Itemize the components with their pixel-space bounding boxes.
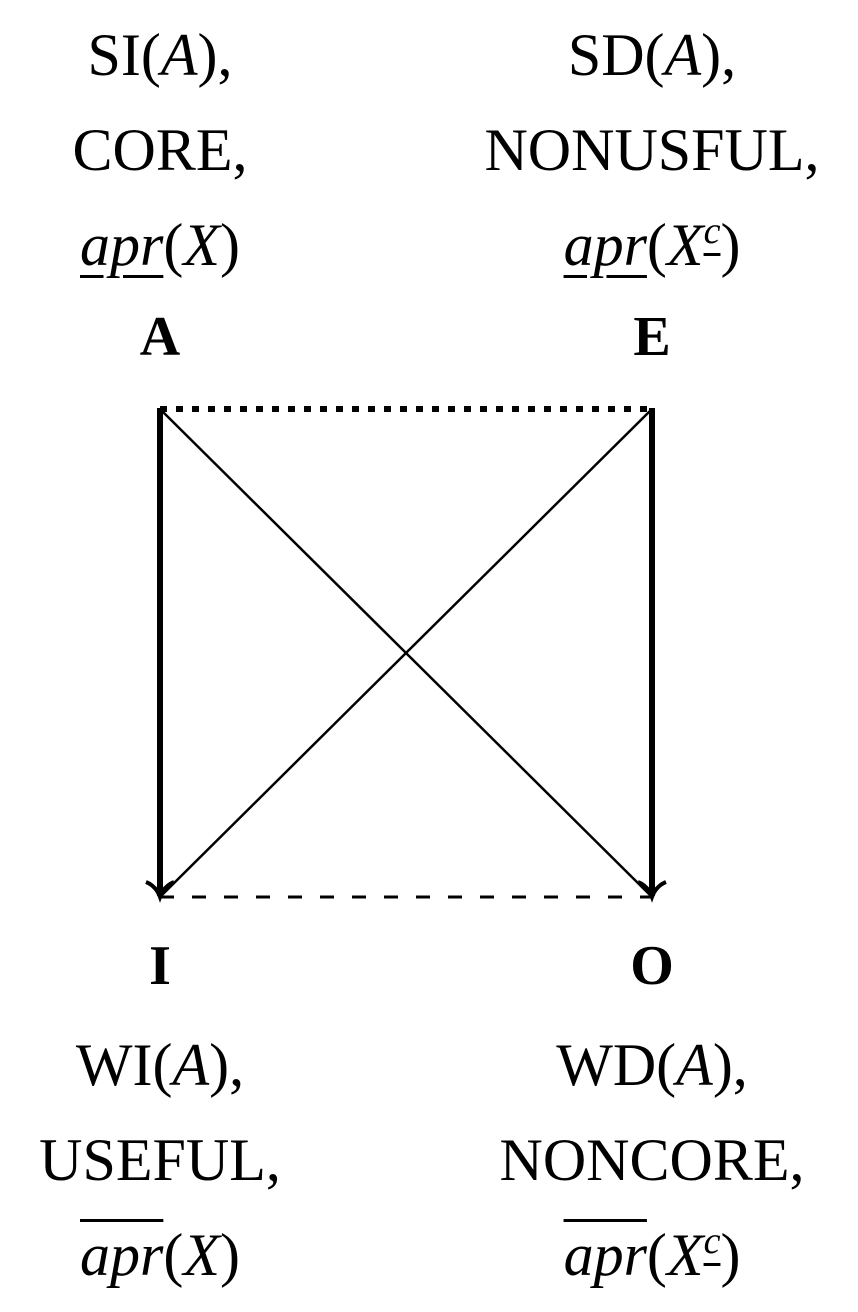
text-segment: NONUSFUL, [484, 117, 820, 183]
text-segment: ( [163, 212, 184, 278]
text-segment: X [183, 212, 220, 278]
upper-approximation: apr [80, 1222, 164, 1288]
description-line: SD(A), [442, 8, 858, 103]
text-segment: ), [701, 22, 737, 88]
corner-label-I: I [149, 935, 171, 997]
description-line: CORE, [0, 103, 370, 198]
description-line: apr(Xc) [442, 198, 858, 301]
corner-label-O: O [630, 935, 674, 997]
description-line: apr(Xc) [442, 1208, 858, 1311]
text-segment: ), [209, 1032, 245, 1098]
lower-approximation: apr [80, 212, 164, 278]
text-segment: ), [712, 1032, 748, 1098]
edge-E-I-contradictory [161, 408, 653, 896]
description-line: NONCORE, [442, 1113, 858, 1208]
text-segment: ) [220, 1222, 240, 1288]
description-line: WD(A), [442, 1018, 858, 1113]
text-segment: CORE, [72, 117, 248, 183]
corner-I-description: WI(A), USEFUL, apr(X) [0, 1018, 370, 1303]
description-line: USEFUL, [0, 1113, 370, 1208]
text-segment: ), [197, 22, 233, 88]
text-segment: X [183, 1222, 220, 1288]
corner-O-description: WD(A), NONCORE, apr(Xc) [442, 1018, 858, 1311]
text-segment: ) [720, 212, 741, 278]
edge-A-O-contradictory [159, 408, 651, 896]
text-segment: ( [646, 212, 667, 278]
text-segment: A [172, 1032, 210, 1098]
text-segment: WI( [75, 1032, 173, 1098]
text-segment: c [703, 1220, 721, 1262]
corner-label-A: A [139, 306, 181, 368]
lower-approximation: apr [563, 212, 647, 278]
arrowhead-O [637, 880, 667, 903]
text-segment: A [664, 22, 702, 88]
description-line: apr(X) [0, 1208, 370, 1303]
text-segment: SD( [567, 22, 665, 88]
description-line: SI(A), [0, 8, 370, 103]
text-segment: NONCORE, [499, 1127, 805, 1193]
text-segment: ( [163, 1222, 184, 1288]
description-line: WI(A), [0, 1018, 370, 1113]
text-segment: ) [720, 1222, 741, 1288]
text-segment: A [676, 1032, 713, 1098]
text-segment: A [160, 22, 198, 88]
description-line: NONUSFUL, [442, 103, 858, 198]
text-segment: c [703, 210, 721, 252]
description-line: apr(X) [0, 198, 370, 293]
arrowhead-I [145, 880, 175, 903]
corner-A-description: SI(A), CORE, apr(X) [0, 8, 370, 293]
text-segment: X [666, 1222, 704, 1288]
text-segment: ) [220, 212, 240, 278]
text-segment: X [666, 212, 704, 278]
text-segment: USEFUL, [39, 1127, 281, 1193]
upper-approximation: apr [563, 1222, 647, 1288]
text-segment: WD( [556, 1032, 677, 1098]
corner-E-description: SD(A), NONUSFUL, apr(Xc) [442, 8, 858, 301]
text-segment: ( [646, 1222, 667, 1288]
corner-label-E: E [633, 306, 671, 368]
text-segment: SI( [87, 22, 161, 88]
